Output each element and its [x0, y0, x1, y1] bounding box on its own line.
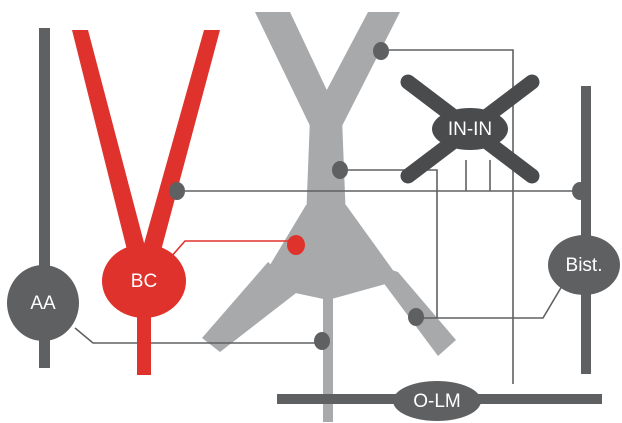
aa-process	[39, 28, 50, 368]
bc-label: BC	[131, 271, 157, 292]
aa-axon-line	[74, 327, 322, 344]
synapse-aa-axon	[314, 332, 330, 350]
in-in-label: IN-IN	[448, 119, 492, 140]
bc-soma	[102, 244, 186, 318]
olm-soma	[393, 381, 481, 421]
synapse-basal-dendrite	[408, 308, 424, 326]
pyramidal-soma	[258, 205, 400, 300]
olm-cell: O-LM	[277, 381, 602, 421]
synapse-bc-soma	[287, 235, 305, 255]
pyramidal-cell	[202, 12, 456, 422]
bc-dendrite-left	[72, 30, 148, 262]
bist-soma	[548, 235, 620, 295]
bc-cell: BC	[72, 30, 220, 375]
olm-axon-line	[381, 49, 514, 384]
in-in-axon-left	[340, 169, 438, 318]
pyramidal-apical-dendrite-left	[255, 12, 340, 130]
bc-dendrite-right	[140, 30, 220, 262]
bist-cell: Bist.	[548, 86, 620, 374]
pyramidal-axon	[323, 292, 333, 422]
bist-process	[581, 86, 591, 374]
synapse-in-in-trunk	[332, 161, 348, 179]
olm-label: O-LM	[413, 391, 461, 412]
synapse-bist-right	[572, 182, 588, 200]
bist-label: Bist.	[566, 255, 603, 276]
pyramidal-apical-trunk	[306, 118, 346, 220]
aa-label: AA	[30, 293, 56, 314]
in-in-cell: IN-IN	[400, 74, 540, 184]
synapse-bist-bc	[169, 182, 185, 200]
aa-cell: AA	[7, 28, 79, 368]
aa-soma	[7, 265, 79, 341]
pyramidal-basal-dendrite-left	[202, 262, 300, 352]
pyramidal-apical-dendrite-right	[312, 12, 400, 130]
in-in-soma	[432, 108, 508, 150]
axon-connections	[74, 49, 585, 384]
synapses	[169, 42, 588, 350]
bc-axon-line	[169, 240, 296, 259]
synapse-olm-apical	[373, 42, 389, 60]
bist-to-basal-line	[418, 285, 563, 319]
pyramidal-basal-dendrite-right	[368, 262, 456, 356]
